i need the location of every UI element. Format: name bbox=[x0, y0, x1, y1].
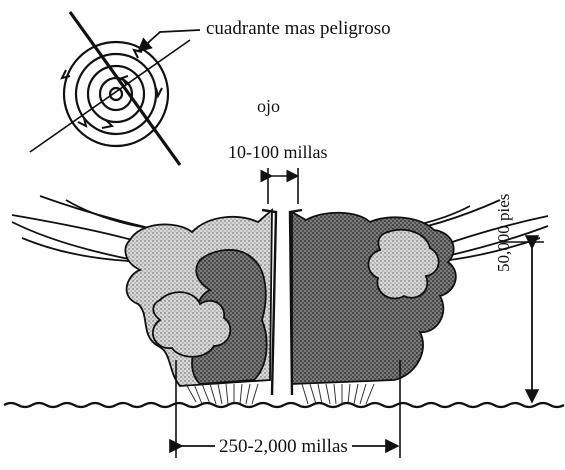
hurricane-spiral-icon bbox=[62, 42, 168, 146]
cloud-mass-left bbox=[125, 210, 272, 386]
height-label: 50,000 pies bbox=[494, 194, 514, 272]
eye-width-label: 10-100 millas bbox=[228, 142, 328, 163]
storm-width-label: 250-2,000 millas bbox=[215, 436, 352, 458]
quadrant-label: cuadrante mas peligroso bbox=[206, 18, 391, 40]
cloud-mass-right bbox=[292, 212, 456, 384]
eye-label: ojo bbox=[257, 96, 280, 117]
sea-surface-line bbox=[4, 403, 564, 407]
rain-streaks bbox=[186, 384, 374, 404]
quadrant-divider-line-1 bbox=[70, 12, 180, 165]
quadrant-divider-line-2 bbox=[30, 40, 190, 152]
quadrant-pointer-line bbox=[140, 30, 200, 50]
